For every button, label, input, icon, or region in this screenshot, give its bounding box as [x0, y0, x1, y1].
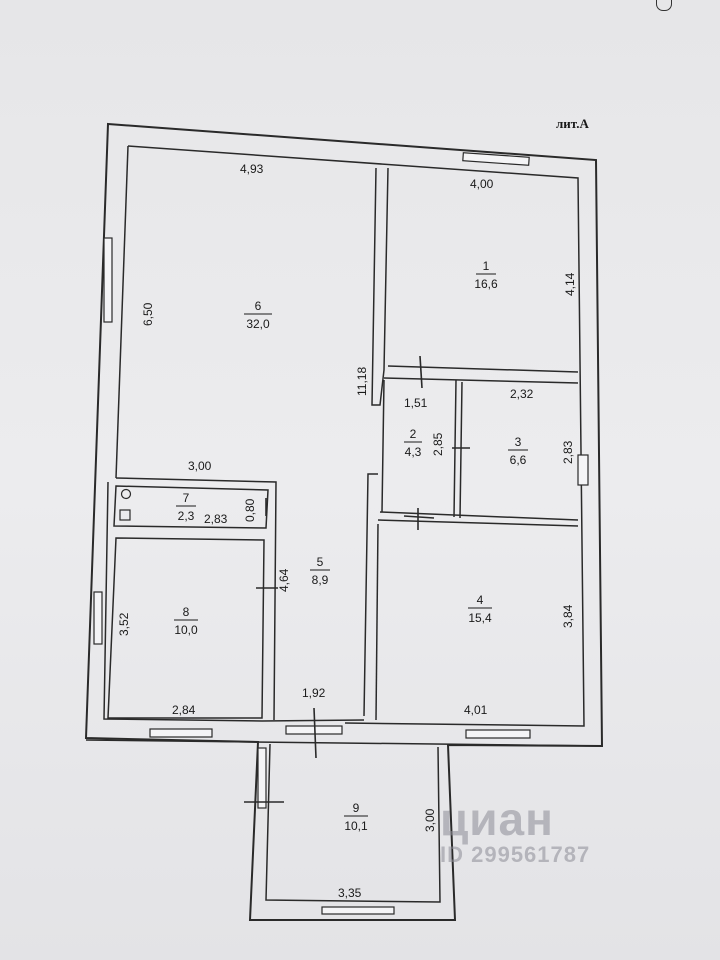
dim-r7-width: 0,80 [243, 498, 257, 522]
boiler-circle-icon [120, 488, 132, 500]
window-room-8-bottom [149, 728, 213, 738]
door-entry [313, 707, 317, 759]
window-room-3 [577, 454, 589, 486]
wall-6-7 [115, 477, 277, 721]
dim-r4-side: 3,84 [561, 604, 575, 628]
dim-r5-side: 4,64 [277, 568, 291, 592]
dim-r6-side: 6,50 [141, 302, 155, 326]
room-9-area: 10,1 [344, 819, 368, 833]
room-7-box [113, 485, 269, 529]
dim-r3-side: 2,83 [561, 440, 575, 464]
dim-r6-top: 4,93 [240, 162, 264, 176]
room-8-area: 10,0 [174, 623, 198, 637]
dim-r1-side: 4,14 [563, 272, 577, 296]
room-6-area: 32,0 [246, 317, 270, 331]
room-7-area: 2,3 [178, 509, 195, 523]
dim-r7-len: 2,83 [204, 512, 228, 526]
outer-wall-outer-line [84, 122, 604, 921]
dim-r3-top: 2,32 [510, 387, 534, 401]
fixture-square-icon [119, 509, 131, 521]
outer-wall-inner-line [127, 145, 585, 727]
dim-r4-bottom: 4,01 [464, 703, 488, 717]
room-9-number: 9 [353, 801, 360, 815]
room-1-number: 1 [483, 259, 490, 273]
wall-2-bottom [377, 511, 579, 527]
window-room-9 [321, 906, 395, 915]
window-room-6 [103, 237, 113, 323]
room-2-area: 4,3 [405, 445, 422, 459]
dim-r5-bottom: 1,92 [302, 686, 326, 700]
dim-r2-side: 2,85 [431, 432, 445, 456]
window-room-9-left [257, 747, 267, 809]
dim-r9-side: 3,00 [423, 808, 437, 832]
wall-2-left [363, 379, 385, 717]
wall-hall-bottom [85, 719, 603, 747]
dim-r8-bottom: 2,84 [172, 703, 196, 717]
wall-2-right [453, 379, 463, 519]
room-4-number: 4 [477, 593, 484, 607]
room-2-number: 2 [410, 427, 417, 441]
room-3-area: 6,6 [510, 453, 527, 467]
room-1-area: 16,6 [474, 277, 498, 291]
window-room-1 [462, 152, 530, 166]
window-room-8 [93, 591, 103, 645]
wall-4-left [375, 523, 379, 721]
outer-wall-inner-left-low [103, 481, 263, 722]
door-2-4-b [403, 515, 435, 519]
outer-wall-inner-left [115, 145, 129, 479]
corner-clip-mark [656, 0, 672, 11]
room-5-area: 8,9 [312, 573, 329, 587]
dim-r9-bottom: 3,35 [338, 886, 362, 900]
room-4-area: 15,4 [468, 611, 492, 625]
dim-r8-side: 3,52 [117, 612, 131, 636]
room-3-number: 3 [515, 435, 522, 449]
room-8-number: 8 [183, 605, 190, 619]
window-room-4 [465, 729, 531, 739]
door-1-2 [419, 355, 423, 389]
room-8-box [107, 537, 265, 719]
room-6-number: 6 [255, 299, 262, 313]
dim-r6-mid: 11,18 [355, 367, 369, 396]
room-7-number: 7 [183, 491, 190, 505]
dim-r2-bottom: 1,51 [404, 396, 428, 410]
wall-1-bottom [383, 365, 579, 384]
room-5-number: 5 [317, 555, 324, 569]
wall-6-1 [371, 167, 389, 406]
dim-r6-bottom: 3,00 [188, 459, 212, 473]
plan-title: лит.А [556, 116, 589, 131]
room-9-inner [265, 743, 441, 903]
dim-r1-top: 4,00 [470, 177, 494, 191]
